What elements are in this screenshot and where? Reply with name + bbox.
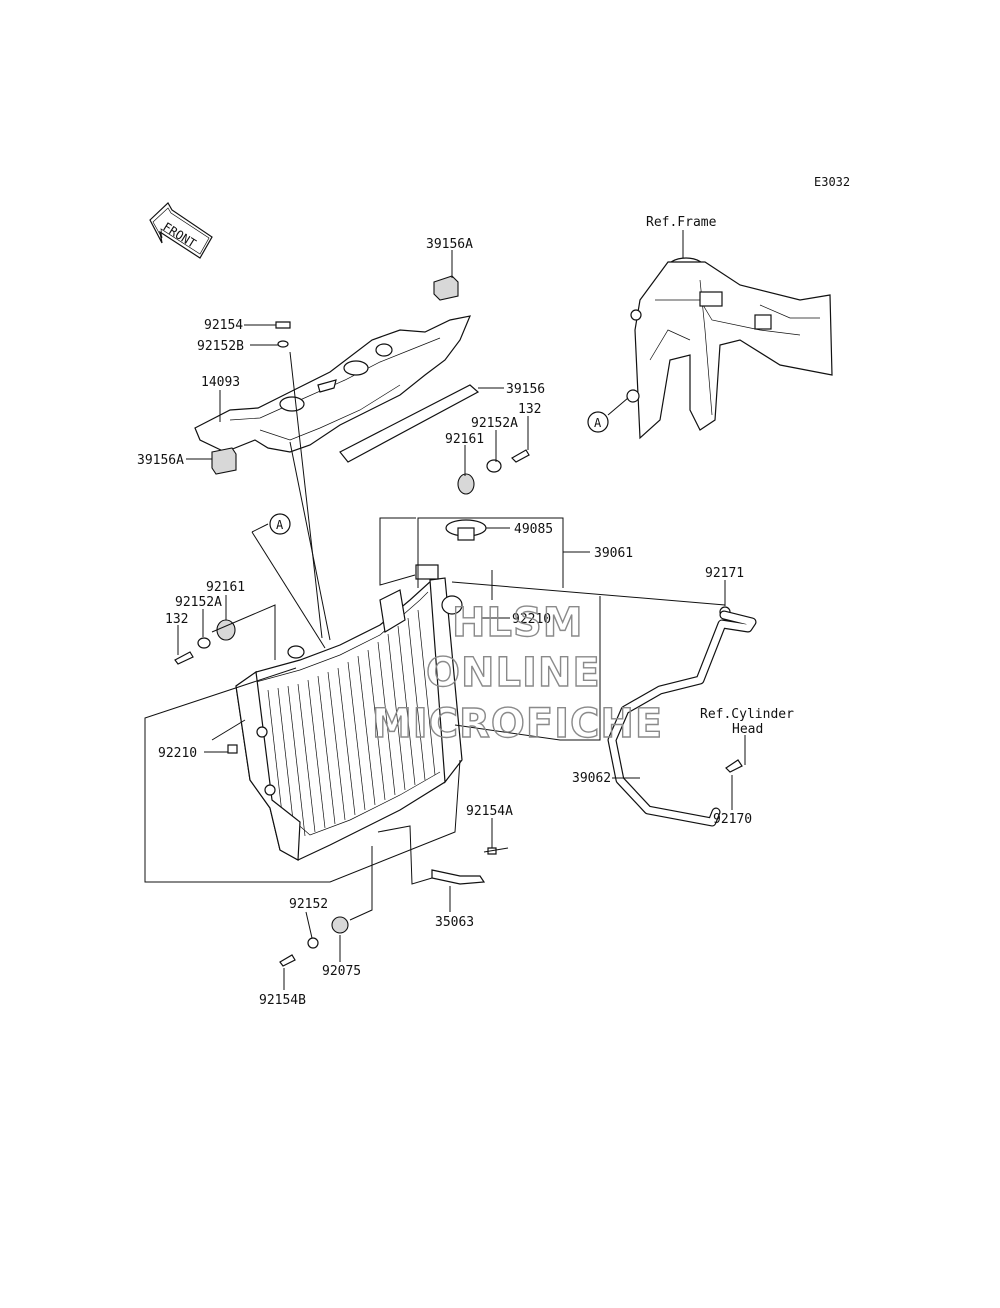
- rubber-strip-drawing: [339, 384, 480, 463]
- part-49085: 49085: [514, 522, 553, 537]
- part-39061: 39061: [594, 546, 633, 561]
- part-labels: 39156A 92154 92152B 14093 39156A 39156 9…: [137, 237, 794, 1008]
- part-92075: 92075: [322, 964, 361, 979]
- point-a-circle: [269, 513, 291, 535]
- part-92171: 92171: [705, 566, 744, 581]
- ref-frame-label: Ref.Frame: [646, 215, 717, 230]
- part-92161-left: 92161: [206, 580, 245, 595]
- watermark: HLSM ONLINE MICROFICHE: [371, 599, 663, 747]
- part-92170: 92170: [713, 812, 752, 827]
- frame-reference-drawing: Ref.Frame A: [587, 215, 833, 440]
- front-arrow-icon: FRONT: [149, 202, 213, 259]
- part-39156: 39156: [506, 382, 545, 397]
- part-92152A-left: 92152A: [175, 595, 222, 610]
- part-92152B: 92152B: [197, 339, 244, 354]
- part-39062: 39062: [572, 771, 611, 786]
- watermark-line-1: HLSM: [452, 600, 584, 646]
- radiator-drawing: [235, 564, 463, 861]
- watermark-line-2: ONLINE: [426, 650, 601, 696]
- radiator-cap-drawing: [445, 519, 487, 541]
- ref-head-label: Head: [732, 722, 763, 737]
- leader-lines: [144, 250, 746, 990]
- part-92154B: 92154B: [259, 993, 306, 1008]
- part-132-left: 132: [165, 612, 188, 627]
- part-92152: 92152: [289, 897, 328, 912]
- part-39156A-left: 39156A: [137, 453, 184, 468]
- radiator-cover-drawing: [194, 275, 471, 475]
- ref-cylinder-label: Ref.Cylinder: [700, 707, 794, 722]
- part-92210-left: 92210: [158, 746, 197, 761]
- point-a-label-main: A: [276, 518, 284, 532]
- part-92210-right: 92210: [512, 612, 551, 627]
- point-a-label-frame: A: [594, 416, 602, 430]
- part-132-right: 132: [518, 402, 541, 417]
- part-39156A-top: 39156A: [426, 237, 473, 252]
- part-92154: 92154: [204, 318, 243, 333]
- part-92152A-right: 92152A: [471, 416, 518, 431]
- part-35063: 35063: [435, 915, 474, 930]
- diagram-code: E3032: [814, 175, 850, 189]
- watermark-line-3: MICROFICHE: [372, 701, 663, 747]
- part-92161-right: 92161: [445, 432, 484, 447]
- bracket-drawing: [431, 869, 486, 885]
- part-92154A: 92154A: [466, 804, 513, 819]
- part-14093: 14093: [201, 375, 240, 390]
